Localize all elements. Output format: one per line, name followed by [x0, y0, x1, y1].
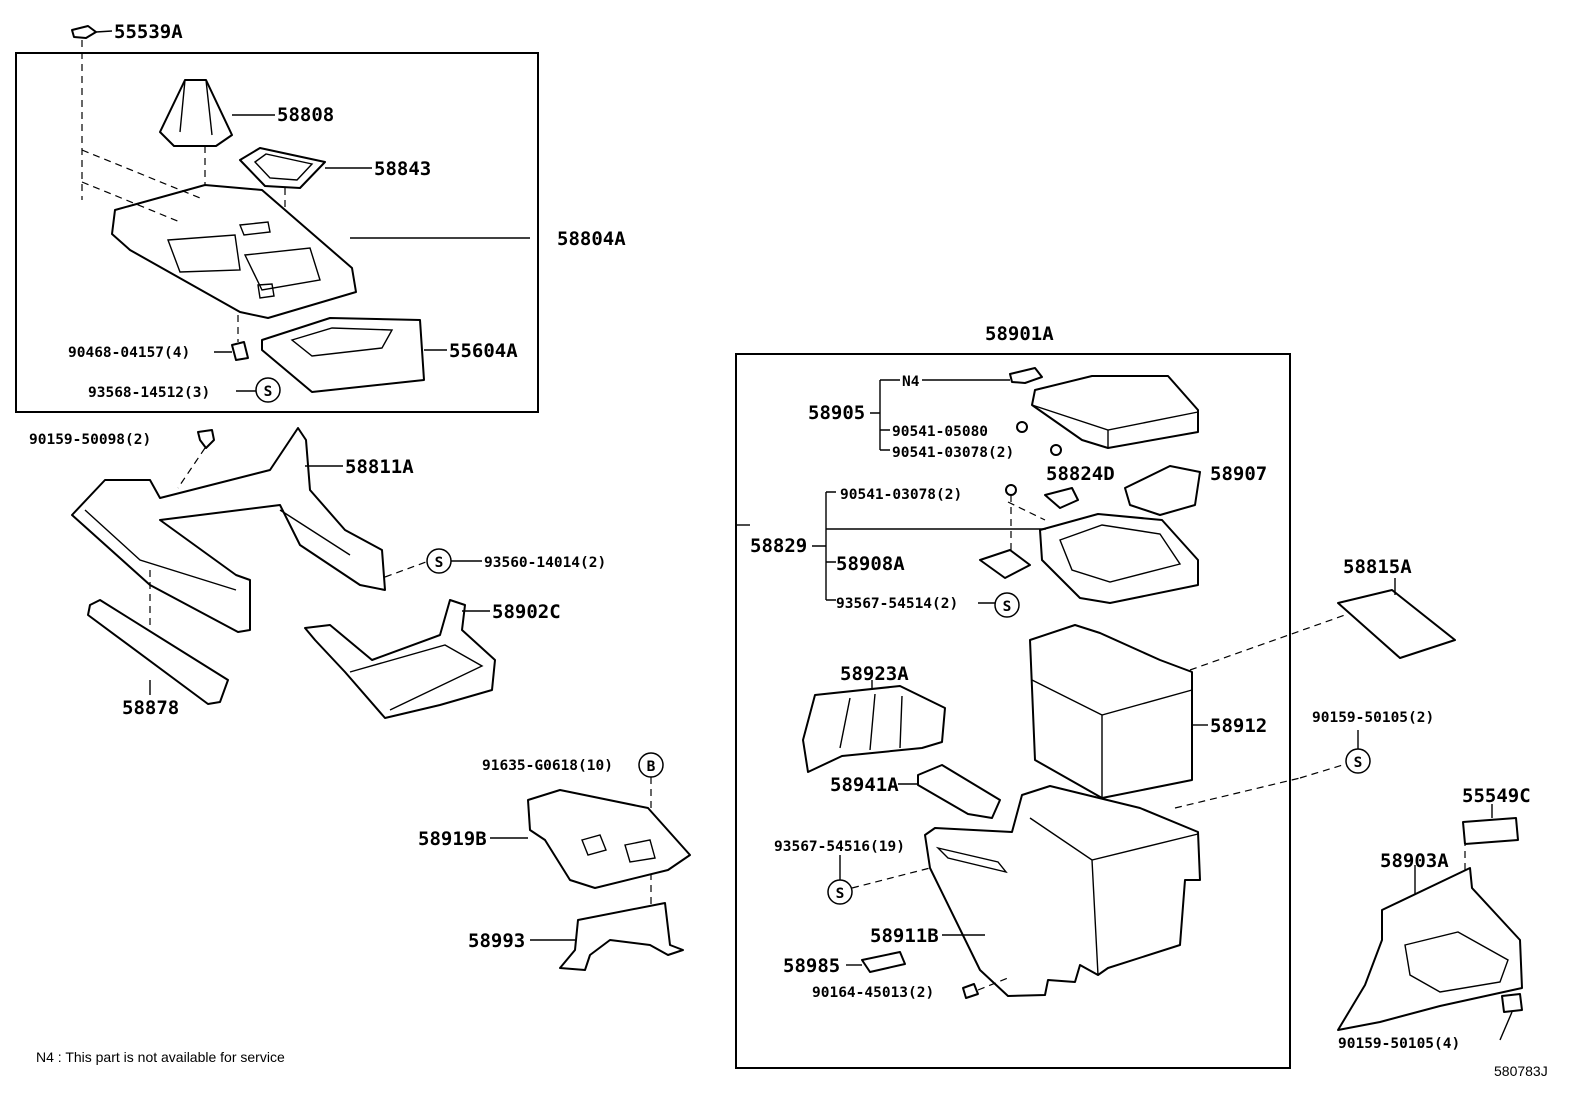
label-90159-50098: 90159-50098(2)	[29, 432, 151, 448]
part-58912	[1029, 624, 1193, 799]
part-55549c	[1462, 817, 1519, 845]
part-90468	[231, 341, 249, 361]
part-58919b	[527, 789, 691, 889]
part-55604a	[261, 317, 425, 393]
callout-s-93568	[255, 377, 281, 403]
callout-b-text: B	[647, 759, 656, 775]
label-90541-05080: 90541-05080	[892, 424, 988, 440]
part-58843	[239, 147, 326, 189]
part-55539a	[71, 25, 97, 39]
label-90159-50105-b: 90159-50105(4)	[1338, 1036, 1460, 1052]
part-58903a	[1337, 867, 1523, 1031]
part-n4-cap	[1009, 367, 1043, 384]
label-93568: 93568-14512(3)	[88, 385, 210, 401]
label-58941a: 58941A	[830, 774, 899, 796]
group-frame-58804a	[15, 52, 539, 413]
label-58905: 58905	[808, 402, 865, 424]
drawing-id: 580783J	[1494, 1063, 1548, 1079]
label-58815a: 58815A	[1343, 556, 1412, 578]
label-58923a: 58923A	[840, 663, 909, 685]
label-58804a: 58804A	[557, 228, 626, 250]
label-55549c: 55549C	[1462, 785, 1531, 807]
part-58907	[1124, 465, 1201, 516]
part-console-upper-panel	[111, 184, 357, 319]
label-58811a: 58811A	[345, 456, 414, 478]
label-90159-50105-a: 90159-50105(2)	[1312, 710, 1434, 726]
part-58941a	[917, 764, 1001, 819]
label-55604a: 55604A	[449, 340, 518, 362]
label-58901a: 58901A	[985, 323, 1054, 345]
label-58878: 58878	[122, 697, 179, 719]
part-58824d	[1044, 487, 1079, 509]
label-58911b: 58911B	[870, 925, 939, 947]
label-90541-03078-a: 90541-03078(2)	[892, 445, 1014, 461]
label-58908a: 58908A	[836, 553, 905, 575]
part-58808	[159, 79, 233, 147]
part-58878	[87, 599, 229, 705]
callout-s-text: S	[1003, 599, 1012, 615]
part-58905-lid	[1031, 375, 1199, 449]
callout-s-text: S	[1354, 755, 1363, 771]
label-58912: 58912	[1210, 715, 1267, 737]
label-90164: 90164-45013(2)	[812, 985, 934, 1001]
label-93567-54514: 93567-54514(2)	[836, 596, 958, 612]
label-58919b: 58919B	[418, 828, 487, 850]
part-58908a	[979, 549, 1031, 579]
label-58985: 58985	[783, 955, 840, 977]
callout-s-text: S	[836, 886, 845, 902]
label-58808: 58808	[277, 104, 334, 126]
part-58923a	[802, 685, 946, 773]
part-58985	[861, 951, 906, 973]
label-58824d: 58824D	[1046, 463, 1115, 485]
part-58911b	[924, 785, 1201, 997]
part-58815a	[1337, 589, 1456, 659]
label-55539a: 55539A	[114, 21, 183, 43]
part-90159-50105-4	[1501, 993, 1523, 1013]
label-93560: 93560-14014(2)	[484, 555, 606, 571]
callout-s-text: S	[435, 555, 444, 571]
callout-s-text: S	[264, 384, 273, 400]
label-58902c: 58902C	[492, 601, 561, 623]
part-58993	[559, 902, 684, 971]
part-90159-50098	[197, 429, 215, 449]
label-90468: 90468-04157(4)	[68, 345, 190, 361]
label-58829: 58829	[750, 535, 807, 557]
label-93567-54516: 93567-54516(19)	[774, 839, 905, 855]
label-58907: 58907	[1210, 463, 1267, 485]
part-90164	[962, 983, 979, 999]
callout-s-93567-54514	[994, 592, 1020, 618]
label-58843: 58843	[374, 158, 431, 180]
part-58902c	[304, 599, 496, 719]
part-58811a	[71, 427, 386, 633]
label-58993: 58993	[468, 930, 525, 952]
part-58829-tray	[1039, 513, 1199, 604]
label-91635: 91635-G0618(10)	[482, 758, 613, 774]
group-frame-58901a	[735, 353, 1291, 1069]
label-n4: N4	[902, 374, 920, 390]
label-90541-03078-b: 90541-03078(2)	[840, 487, 962, 503]
label-58903a: 58903A	[1380, 850, 1449, 872]
footnote: N4 : This part is not available for serv…	[36, 1049, 285, 1065]
